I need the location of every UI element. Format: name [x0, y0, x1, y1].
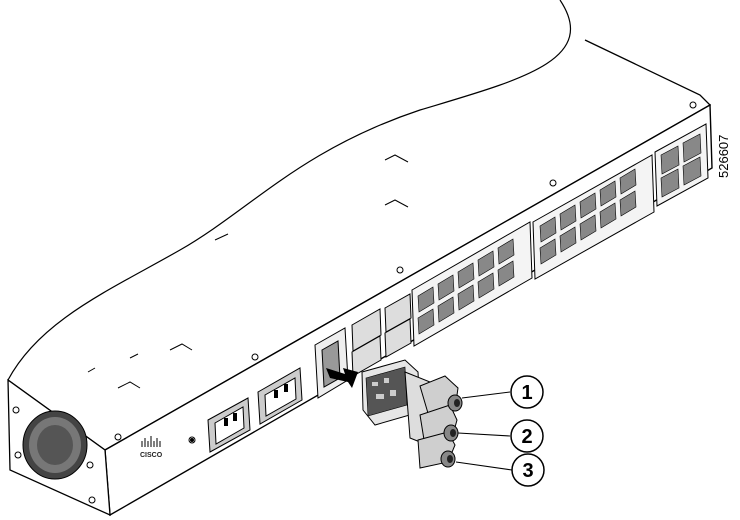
- surface-markings: [87, 154, 409, 389]
- fan-vent: [22, 410, 88, 480]
- extracted-module: [361, 359, 459, 469]
- callout-3-label: 3: [522, 460, 533, 482]
- power-inlet-1: [207, 397, 251, 453]
- console-ports: [351, 293, 412, 377]
- module-connector-2: [443, 424, 459, 442]
- cutaway-curve: [7, 0, 572, 381]
- module-connector-1: [447, 394, 463, 412]
- leader-line-3: [455, 461, 513, 471]
- callout-2: 2: [510, 419, 544, 453]
- power-inlet-2: [257, 367, 303, 425]
- leader-line-1: [461, 391, 511, 399]
- callout-1: 1: [510, 375, 544, 409]
- callout-3: 3: [511, 453, 545, 487]
- cisco-logo: CISCO: [140, 436, 163, 459]
- chassis-top: [7, 39, 712, 451]
- top-screws: [114, 101, 697, 444]
- module-slot: [314, 327, 349, 399]
- sfp-port-block-3: [654, 123, 709, 207]
- sfp-port-block-1: [411, 221, 533, 347]
- module-connector-3: [440, 450, 456, 468]
- ground-hole: [190, 438, 194, 442]
- callout-1-label: 1: [521, 382, 532, 404]
- sfp-port-block-2: [532, 154, 655, 280]
- callout-2-label: 2: [521, 426, 532, 448]
- figure-id: 526607: [716, 135, 731, 178]
- side-screws: [12, 406, 96, 504]
- brand-text: CISCO: [140, 452, 163, 459]
- removal-arrow: [326, 368, 358, 388]
- leader-line-2: [457, 432, 511, 437]
